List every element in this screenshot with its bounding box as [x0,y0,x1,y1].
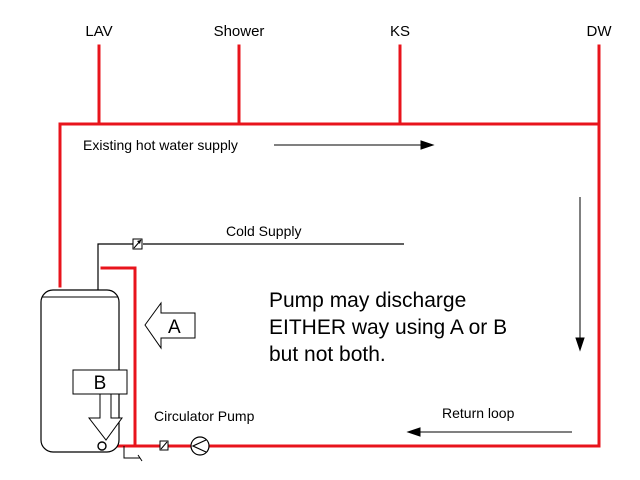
option-b-label: B [94,373,107,394]
circulator-pump-label: Circulator Pump [154,408,255,424]
flow-arrows [274,140,585,437]
cold-check-valve [132,238,143,250]
cold-drop-to-heater [97,243,133,290]
circulator-pump-symbol [190,436,210,456]
hot-supply-label: Existing hot water supply [83,137,238,153]
instruction-note: Pump may discharge EITHER way using A or… [269,289,507,366]
option-a-arrow [144,301,196,350]
heater-return-port [97,441,107,451]
fixture-label-lav: LAV [85,23,112,40]
return-loop-label: Return loop [442,405,515,421]
cold-water-piping [97,243,404,290]
pump-bypass-option-a [100,266,137,448]
note-line-2: EITHER way using A or B [269,316,507,339]
fixture-label-shower: Shower [214,23,265,40]
hot-water-piping [58,44,601,448]
cold-supply-label: Cold Supply [226,223,302,239]
note-line-3: but not both. [269,343,386,366]
fixture-label-ks: KS [390,23,410,40]
option-b-arrow [72,369,128,441]
note-line-1: Pump may discharge [269,289,466,312]
fixture-label-dw: DW [587,23,613,40]
drain-valve [123,446,140,459]
pump-check-valve [159,440,169,451]
option-a-label: A [168,317,181,338]
